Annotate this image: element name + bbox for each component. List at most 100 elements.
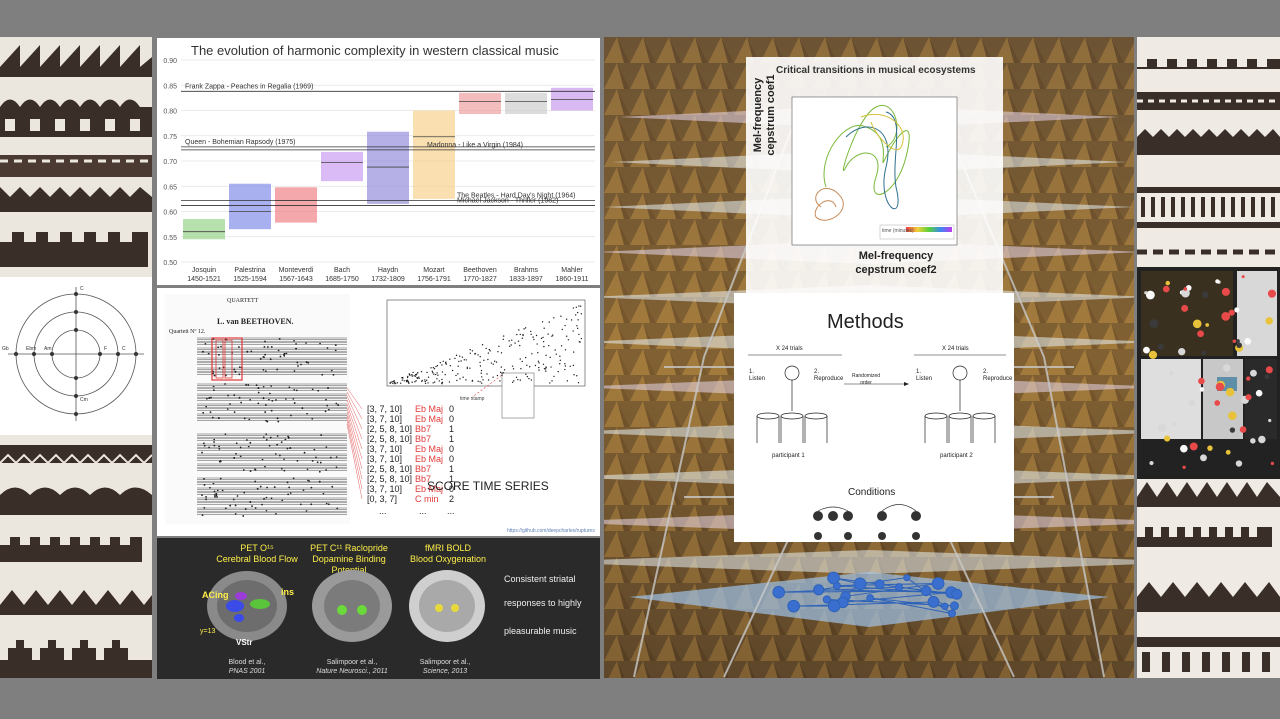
eco-xlabel: Mel-frequency cepstrum coef2 (816, 249, 976, 277)
citation-1: Blood et al., (228, 659, 266, 666)
randomized-order-label: Randomized order (852, 373, 881, 386)
network-node (853, 577, 867, 591)
critical-transitions-card: Critical transitions in musical ecosyste… (746, 57, 1003, 299)
chord-pitch-set: [3, 7, 10] (367, 404, 402, 414)
network-node (827, 599, 841, 613)
trials-left: X 24 trials (776, 346, 803, 352)
left-pattern-strip (0, 37, 152, 678)
score-time-series-label: SCORE TIME SERIES (427, 479, 549, 493)
brain-imaging-panel: PET O¹⁵ Cerebral Blood Flow PET C¹¹ Racl… (157, 538, 600, 679)
chord-pitch-set: [2, 5, 8, 10] (367, 434, 412, 444)
bar-monteverdi (275, 187, 317, 223)
conditions-diagram (813, 504, 921, 540)
chart-title: The evolution of harmonic complexity in … (191, 43, 559, 58)
x-tick-years: 1833-1897 (509, 276, 543, 283)
conditions-label: Conditions (848, 487, 896, 498)
network-node (822, 595, 832, 604)
chord-name: Bb7 (415, 424, 431, 434)
chord-name: Bb7 (415, 434, 431, 444)
network-layer-plane (604, 550, 1134, 574)
chord-ellipsis: ... (379, 506, 387, 516)
y-tick-label: 0.85 (163, 83, 177, 90)
x-tick-name: Haydn (378, 267, 398, 274)
methods-title: Methods (827, 311, 904, 333)
methods-diagram (748, 354, 1006, 443)
chord-pitch-set: [3, 7, 10] (367, 444, 402, 454)
network-node (874, 579, 885, 590)
chord-value: 0 (449, 484, 454, 494)
reproduce-label-2: 2. Reproduce (983, 369, 1013, 382)
eco-xlabel-line1: Mel-frequency (858, 250, 934, 262)
x-tick-years: 1567-1643 (279, 276, 313, 283)
label-ins: ins (281, 587, 295, 597)
y-tick-label: 0.60 (163, 210, 177, 217)
y-tick-label: 0.50 (163, 260, 177, 267)
score-scatter-plot (386, 299, 586, 419)
circle-label-right: F (104, 346, 107, 352)
x-tick-name: Mahler (561, 267, 583, 274)
score-header-quartett: QUARTETT (227, 298, 259, 304)
network-node (920, 585, 932, 597)
x-tick-years: 1450-1521 (187, 276, 221, 283)
x-tick-years: 1860-1911 (556, 276, 589, 283)
chord-pitch-set: [2, 5, 8, 10] (367, 474, 412, 484)
network-node (951, 588, 963, 600)
network-node (927, 596, 940, 608)
chord-ellipsis: ... (419, 506, 427, 516)
tapestry-pattern-top (0, 37, 152, 277)
eco-trajectory-plot (791, 96, 958, 246)
network-node (787, 599, 800, 613)
chord-value: 0 (449, 454, 454, 464)
label-acing: ACing (202, 590, 229, 600)
modular-synth-photo (1137, 267, 1280, 479)
right-pattern-strip (1137, 37, 1280, 678)
citation-3b: Science, 2013 (422, 668, 468, 675)
tapestry-pattern-bottom (0, 435, 152, 678)
network-node (941, 602, 949, 610)
brain-text-line1: Consistent striatal (504, 574, 576, 584)
harmonic-complexity-chart: The evolution of harmonic complexity in … (157, 38, 600, 285)
bar-haydn (367, 131, 409, 204)
listen-label-1: 1. Listen (749, 369, 766, 382)
reference-label: Michael Jackson - Thriller (1982) (457, 197, 558, 204)
chord-value: 1 (449, 474, 454, 484)
network-node (813, 584, 825, 596)
x-tick-name: Brahms (514, 267, 539, 274)
eco-colorbar-label: time (minutes) (882, 228, 914, 234)
highlight-box (211, 337, 243, 381)
y-tick-label: 0.80 (163, 109, 177, 116)
chord-name: C min (415, 494, 439, 504)
chord-pitch-set: [2, 5, 8, 10] (367, 424, 412, 434)
y-tick-label: 0.70 (163, 159, 177, 166)
reference-label: Queen - Bohemian Rapsody (1975) (185, 139, 296, 146)
pet-o15-subtitle: Cerebral Blood Flow (216, 554, 298, 564)
score-quartet-label: Quartett Nº 12. (169, 329, 206, 335)
bar-palestrina (229, 183, 271, 230)
chord-name: Eb Maj (415, 484, 443, 494)
y-tick-label: 0.65 (163, 184, 177, 191)
chord-pitch-set: [0, 3, 7] (367, 494, 397, 504)
listen-label-2: 1. Listen (916, 369, 933, 382)
eco-title: Critical transitions in musical ecosyste… (776, 65, 976, 76)
reference-label: Madonna - Like a Virgin (1984) (427, 142, 523, 149)
fmri-subtitle: Blood Oxygenation (409, 554, 487, 564)
x-tick-years: 1770-1827 (463, 276, 497, 283)
citation-2: Salimpoor et al., (326, 659, 378, 666)
score-time-series-panel: QUARTETT L. van BEETHOVEN. Quartett Nº 1… (157, 288, 600, 536)
circle-label-left: Gb (2, 346, 9, 352)
x-tick-years: 1732-1809 (371, 276, 405, 283)
trials-right: X 24 trials (942, 346, 969, 352)
network-node (895, 583, 904, 592)
chord-name: Eb Maj (415, 414, 443, 424)
x-tick-name: Monteverdi (279, 267, 314, 274)
network-node (948, 609, 957, 618)
bar-brahms (505, 92, 547, 115)
chord-value: 0 (449, 414, 454, 424)
x-tick-years: 1525-1594 (233, 276, 267, 283)
network-node (866, 594, 875, 602)
y-tick-label: 0.75 (163, 134, 177, 141)
chord-value: 1 (449, 434, 454, 444)
y-tick-label: 0.55 (163, 235, 177, 242)
chord-name: Eb Maj (415, 444, 443, 454)
participant-figure-2 (924, 365, 996, 443)
